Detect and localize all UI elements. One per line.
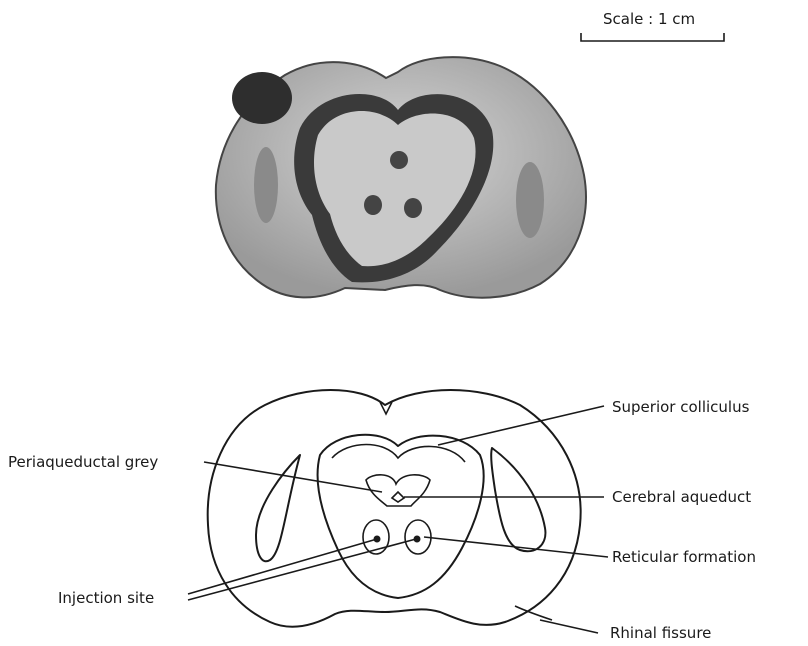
midbrain-outline — [318, 435, 484, 598]
brain-outline — [208, 390, 581, 627]
left-ventricle-outline — [256, 455, 300, 561]
colliculus-inner-curve — [332, 445, 465, 463]
label-periaqueductal-grey: Periaqueductal grey — [8, 453, 158, 471]
right-ventricle-outline — [491, 448, 545, 551]
scale-bar: Scale : 1 cm — [581, 10, 724, 41]
left-injection-dark-spot — [364, 195, 382, 215]
label-rhinal-fissure: Rhinal fissure — [610, 624, 711, 642]
rhinal-fissure-leader — [540, 620, 598, 633]
brain-section-photo — [216, 57, 586, 298]
label-reticular-formation: Reticular formation — [612, 548, 756, 566]
label-superior-colliculus: Superior colliculus — [612, 398, 750, 416]
right-injection-dark-spot — [404, 198, 422, 218]
aqueduct-dark-spot — [390, 151, 408, 169]
cerebral-aqueduct-shape — [392, 492, 404, 502]
scale-label: Scale : 1 cm — [603, 10, 695, 28]
labels: Superior colliculus Periaqueductal grey … — [8, 398, 756, 642]
right-ventricle-shadow — [516, 162, 544, 238]
dark-cortex-spot — [232, 72, 292, 124]
label-cerebral-aqueduct: Cerebral aqueduct — [612, 488, 751, 506]
left-ventricle-shadow — [254, 147, 278, 223]
injection-site-leader-right — [188, 539, 416, 600]
label-injection-site: Injection site — [58, 589, 154, 607]
brain-section-drawing — [208, 390, 581, 627]
superior-colliculus-leader — [438, 406, 604, 445]
scale-bar-line — [581, 33, 724, 41]
reticular-formation-leader — [424, 537, 608, 557]
